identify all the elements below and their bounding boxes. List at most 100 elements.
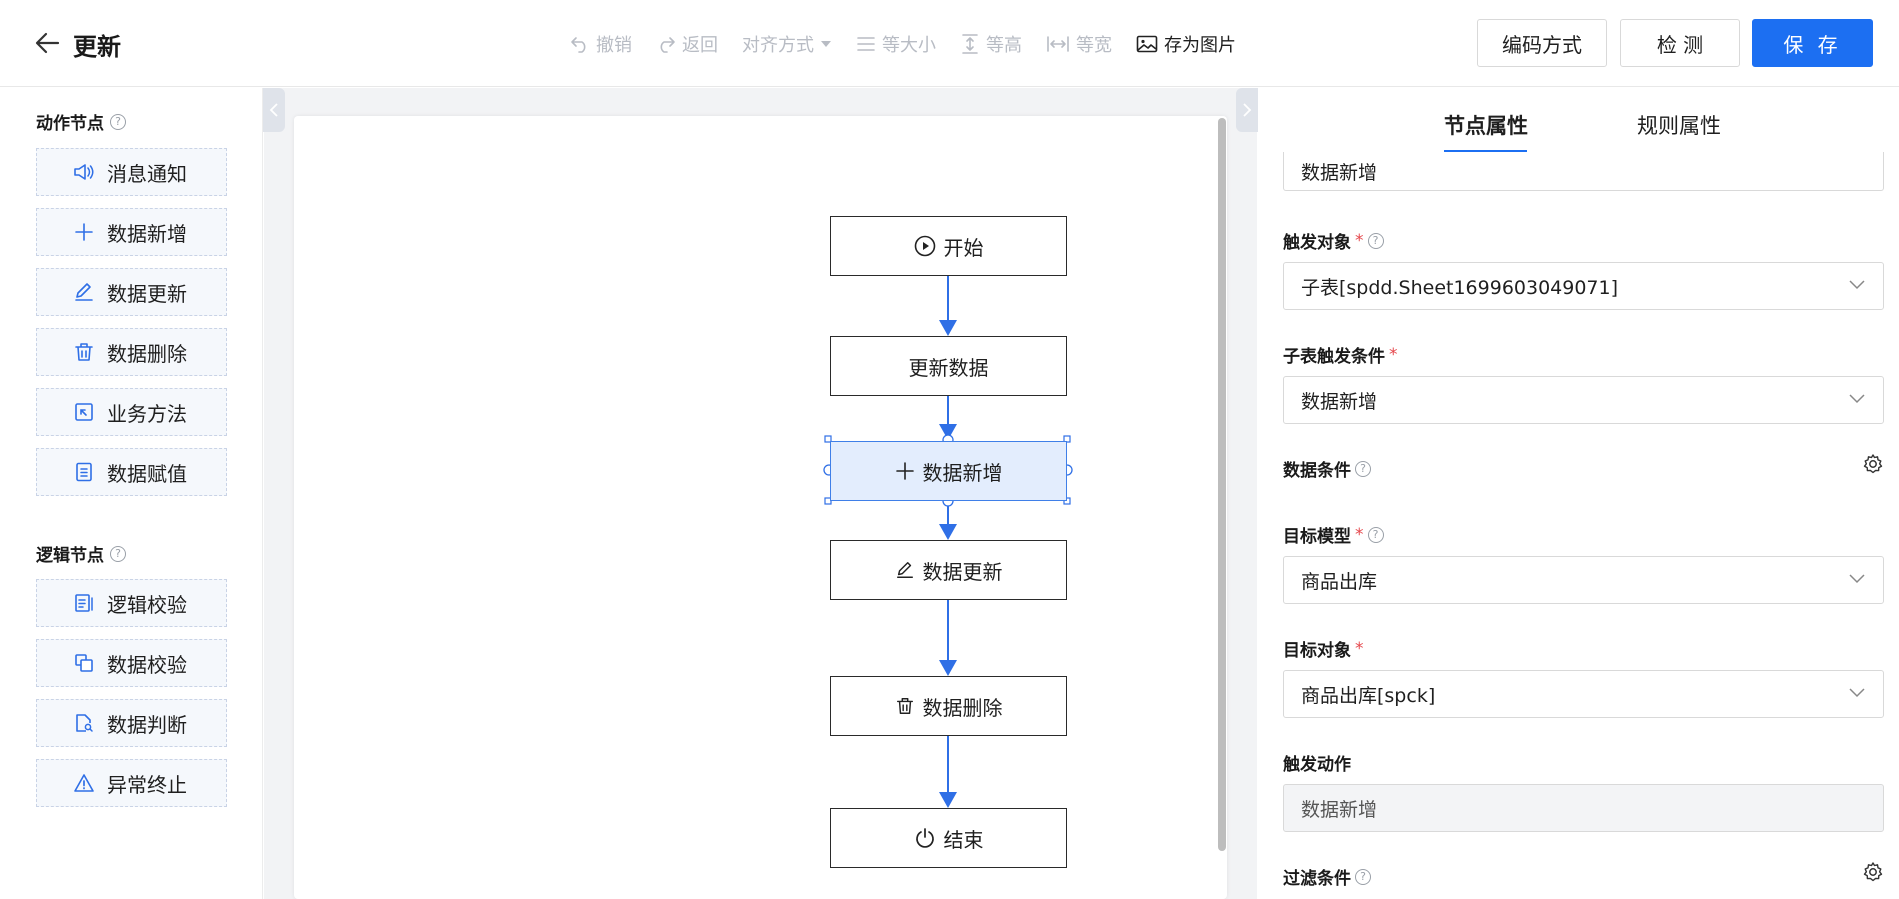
copy-icon xyxy=(75,654,93,672)
node-name-value: 数据新增 xyxy=(1301,161,1378,184)
required-mark: * xyxy=(1355,524,1364,545)
help-icon[interactable]: ? xyxy=(1367,526,1384,543)
same-width-label: 等宽 xyxy=(1076,35,1112,56)
target-object-label: 目标对象* xyxy=(1283,636,1364,662)
gear-icon[interactable] xyxy=(1862,453,1884,475)
flow-node-label: 数据删除 xyxy=(922,695,1003,720)
flow-node-label: 更新数据 xyxy=(908,355,989,380)
trash-icon xyxy=(75,343,93,361)
flow-node-label: 结束 xyxy=(943,827,984,852)
warning-icon xyxy=(74,774,94,792)
flow-node-end[interactable]: 结束 xyxy=(830,808,1067,868)
save-image-button[interactable]: 存为图片 xyxy=(1136,31,1236,57)
tab-rule-properties[interactable]: 规则属性 xyxy=(1637,114,1721,138)
palette-item-delete-data[interactable]: 数据删除 xyxy=(36,328,227,376)
palette-item-assign-data[interactable]: 数据赋值 xyxy=(36,448,227,496)
target-model-label: 目标模型*? xyxy=(1283,522,1384,547)
gear-icon[interactable] xyxy=(1862,861,1884,883)
trigger-object-label-text: 触发对象 xyxy=(1283,233,1351,253)
redo-label: 返回 xyxy=(682,35,718,56)
check-button[interactable]: 检 测 xyxy=(1620,19,1740,67)
collapse-left-panel-button[interactable] xyxy=(263,88,285,132)
child-condition-select[interactable]: 数据新增 xyxy=(1283,376,1884,424)
help-icon[interactable]: ? xyxy=(1355,868,1371,885)
same-size-button[interactable]: 等大小 xyxy=(856,31,936,57)
active-tab-indicator xyxy=(1444,150,1527,153)
caret-down-icon xyxy=(821,41,831,47)
undo-icon xyxy=(571,37,586,53)
palette-item-message[interactable]: 消息通知 xyxy=(36,148,227,196)
redo-button[interactable]: 返回 xyxy=(656,31,718,57)
page-title: 更新 xyxy=(73,33,121,61)
palette-item-add-data[interactable]: 数据新增 xyxy=(36,208,227,256)
same-height-label: 等高 xyxy=(986,35,1022,56)
save-button[interactable]: 保 存 xyxy=(1752,19,1873,67)
palette-item-label: 异常终止 xyxy=(107,772,187,797)
same-width-button[interactable]: 等宽 xyxy=(1046,31,1112,57)
flow-node-delete-data[interactable]: 数据删除 xyxy=(830,676,1067,736)
trigger-object-select[interactable]: 子表[spdd.Sheet1699603049071] xyxy=(1283,262,1884,310)
checklist-icon xyxy=(75,594,93,612)
redo-icon xyxy=(660,37,675,53)
target-object-select[interactable]: 商品出库[spck] xyxy=(1283,670,1884,718)
trash-icon xyxy=(896,698,913,714)
flow-node-data-update[interactable]: 数据更新 xyxy=(830,540,1067,600)
palette-item-data-judge[interactable]: 数据判断 xyxy=(36,699,227,747)
palette-item-business-method[interactable]: 业务方法 xyxy=(36,388,227,436)
help-icon[interactable]: ? xyxy=(1355,460,1371,477)
palette-item-data-check[interactable]: 数据校验 xyxy=(36,639,227,687)
palette-item-label: 逻辑校验 xyxy=(107,592,187,617)
back-arrow-icon[interactable] xyxy=(34,30,60,56)
chevron-left-icon xyxy=(269,103,278,117)
palette-item-label: 数据校验 xyxy=(107,652,187,677)
child-condition-value: 数据新增 xyxy=(1301,390,1378,413)
plus-icon xyxy=(75,223,93,241)
properties-panel: 节点属性 规则属性 数据新增 触发对象*? 子表[spdd.Sheet16996… xyxy=(1258,88,1899,899)
palette-item-label: 数据新增 xyxy=(107,221,187,246)
tab-node-properties[interactable]: 节点属性 xyxy=(1444,114,1528,138)
node-palette: 动作节点 ? 消息通知 数据新增 数据更新 数据删除 业务方法 数据赋值 逻辑节… xyxy=(0,88,263,899)
target-object-value: 商品出库[spck] xyxy=(1301,684,1436,707)
filter-condition-label: 过滤条件? xyxy=(1283,864,1371,889)
help-icon[interactable]: ? xyxy=(1367,232,1384,249)
flow-node-update-data[interactable]: 更新数据 xyxy=(830,336,1067,396)
pencil-icon xyxy=(896,562,913,578)
collapse-right-panel-button[interactable] xyxy=(1236,88,1258,132)
child-condition-label-text: 子表触发条件 xyxy=(1283,347,1385,367)
canvas-scrollbar[interactable] xyxy=(1218,118,1226,851)
palette-item-label: 数据判断 xyxy=(107,712,187,737)
required-mark: * xyxy=(1355,230,1364,251)
palette-item-update-data[interactable]: 数据更新 xyxy=(36,268,227,316)
target-model-select[interactable]: 商品出库 xyxy=(1283,556,1884,604)
image-icon xyxy=(1136,35,1158,53)
same-height-button[interactable]: 等高 xyxy=(960,31,1022,57)
flow-canvas[interactable] xyxy=(294,116,1227,899)
trigger-action-label-text: 触发动作 xyxy=(1283,755,1351,775)
toolbar: 撤销 返回 对齐方式 等大小 等高 等宽 存为图片 xyxy=(570,30,1260,58)
chevron-down-icon xyxy=(1849,574,1865,584)
flow-node-start[interactable]: 开始 xyxy=(830,216,1067,276)
required-mark: * xyxy=(1355,638,1364,659)
document-icon xyxy=(76,462,92,482)
chevron-down-icon xyxy=(1849,394,1865,404)
align-dropdown[interactable]: 对齐方式 xyxy=(742,31,832,57)
encoding-button[interactable]: 编码方式 xyxy=(1477,19,1607,67)
speaker-icon xyxy=(74,164,94,180)
palette-item-abort[interactable]: 异常终止 xyxy=(36,759,227,807)
action-section-title: 动作节点 ? xyxy=(36,109,126,134)
palette-item-logic-check[interactable]: 逻辑校验 xyxy=(36,579,227,627)
target-object-label-text: 目标对象 xyxy=(1283,641,1351,661)
trigger-action-label: 触发动作 xyxy=(1283,750,1351,775)
header: 更新 撤销 返回 对齐方式 等大小 等高 等宽 存为图片 xyxy=(0,0,1899,87)
required-mark: * xyxy=(1389,344,1398,365)
chevron-right-icon xyxy=(1243,103,1252,117)
save-image-label: 存为图片 xyxy=(1164,35,1236,56)
flow-node-add-data[interactable]: 数据新增 xyxy=(830,441,1067,501)
same-width-icon xyxy=(1047,36,1069,52)
node-name-input[interactable]: 数据新增 xyxy=(1283,152,1884,191)
help-icon[interactable]: ? xyxy=(110,545,126,562)
pencil-icon xyxy=(75,283,93,301)
palette-item-label: 业务方法 xyxy=(107,401,187,426)
help-icon[interactable]: ? xyxy=(110,113,126,130)
undo-button[interactable]: 撤销 xyxy=(570,31,632,57)
